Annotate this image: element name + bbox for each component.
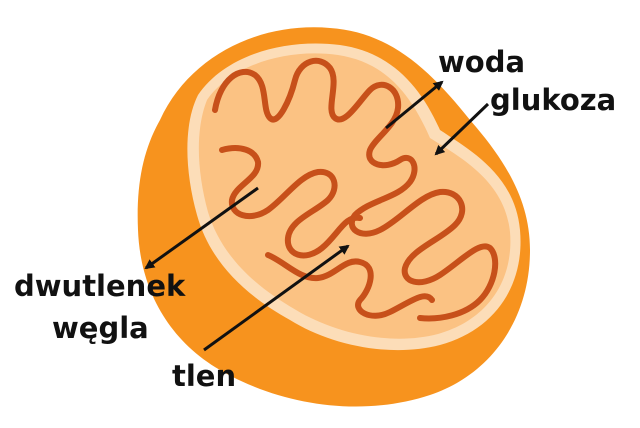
arrow-water [385, 80, 444, 130]
label-water: woda [438, 45, 525, 79]
cristae [265, 252, 435, 319]
label-co2-line1: dwutlenek [14, 269, 186, 303]
cristae [219, 145, 363, 259]
arrow-co2 [144, 186, 259, 270]
label-glucose: glukoza [490, 83, 616, 117]
cristae [212, 57, 499, 322]
matrix [198, 53, 511, 339]
label-oxygen: tlen [172, 359, 236, 393]
label-co2-line2: węgla [52, 311, 149, 345]
arrow-glucose [434, 102, 490, 156]
arrow-oxygen [203, 244, 350, 352]
mitochondrion [137, 27, 530, 407]
